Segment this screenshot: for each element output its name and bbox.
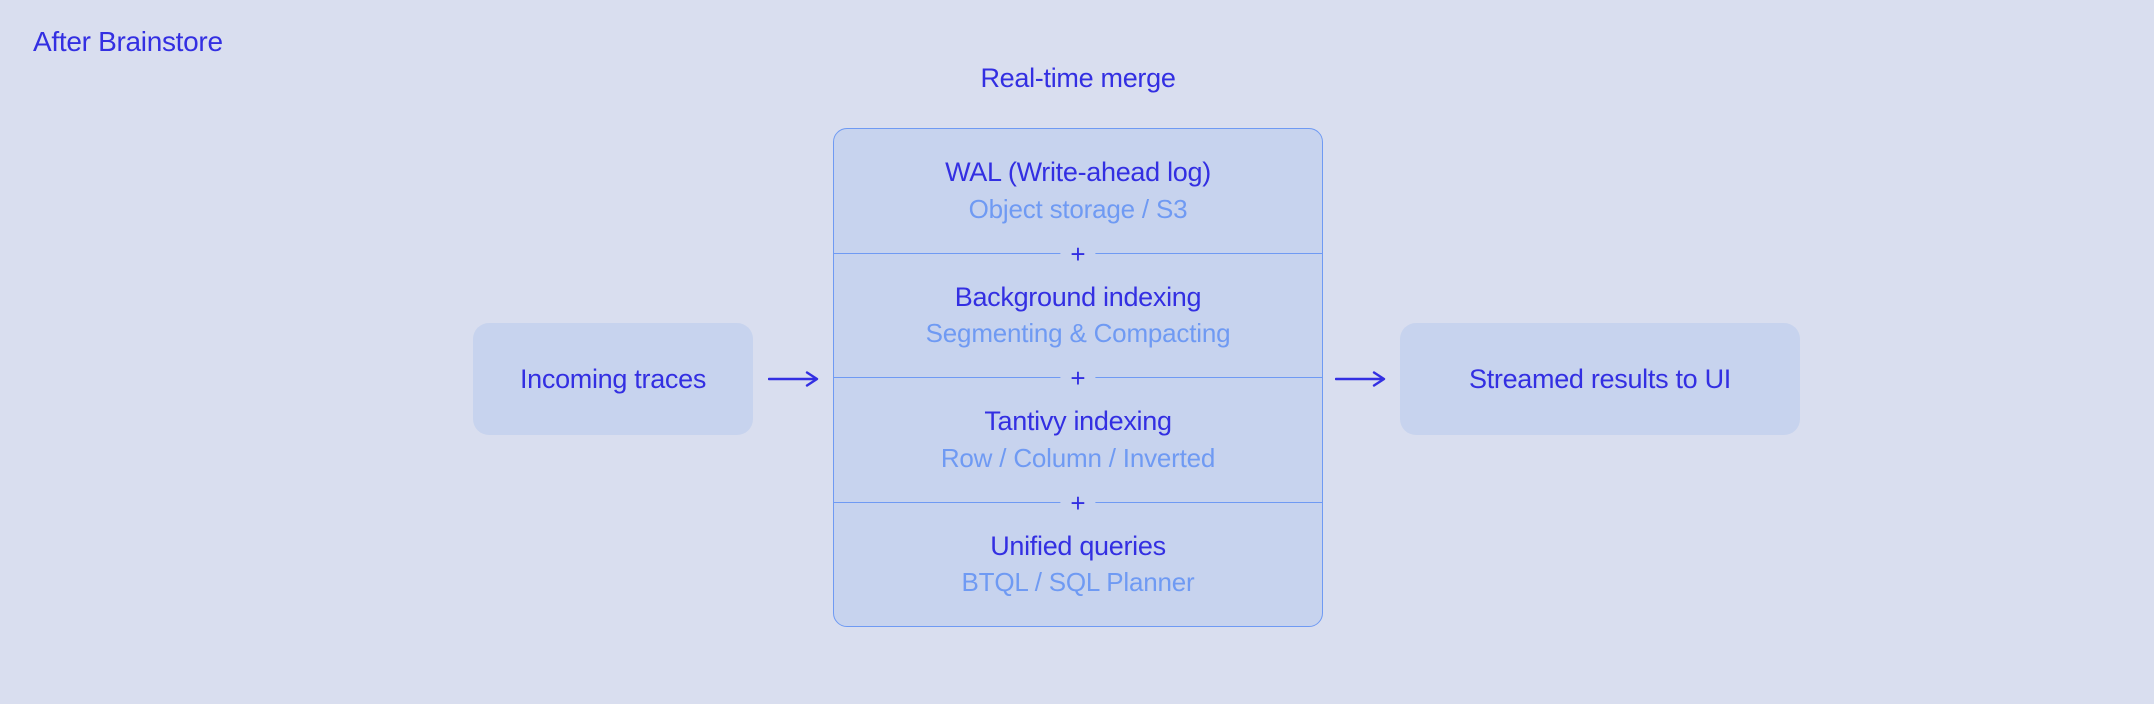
merge-stack-label: Real-time merge [980,63,1176,93]
layer-title: Tantivy indexing [984,406,1172,437]
layer-subtitle: Object storage / S3 [968,193,1188,224]
layer-title: WAL (Write-ahead log) [945,157,1211,188]
layer-title: Background indexing [954,281,1202,312]
layer-subtitle: BTQL / SQL Planner [961,567,1195,598]
node-incoming-traces: Incoming traces [473,323,753,435]
layer-divider: + [834,365,1322,391]
layer-title: Unified queries [990,530,1166,561]
stack-layer-tantivy-indexing: Tantivy indexing Row / Column / Inverted [834,378,1322,502]
right-arrow-icon [1335,371,1386,387]
plus-icon: + [1060,365,1096,391]
node-incoming-traces-label: Incoming traces [519,363,707,394]
stack-layer-background-indexing: Background indexing Segmenting & Compact… [834,254,1322,378]
layer-divider: + [834,489,1322,516]
layer-subtitle: Segmenting & Compacting [925,318,1231,349]
node-streamed-results: Streamed results to UI [1400,323,1800,435]
right-arrow-icon [768,371,819,387]
plus-icon: + [1060,489,1096,516]
node-streamed-results-label: Streamed results to UI [1468,363,1731,394]
layer-subtitle: Row / Column / Inverted [940,442,1216,473]
page-title: After Brainstore [33,26,223,57]
stack-layer-wal: WAL (Write-ahead log) Object storage / S… [834,129,1322,253]
stack-layer-unified-queries: Unified queries BTQL / SQL Planner [834,503,1322,627]
merge-stack: WAL (Write-ahead log) Object storage / S… [833,128,1323,627]
layer-divider: + [834,240,1322,267]
plus-icon: + [1060,240,1096,267]
